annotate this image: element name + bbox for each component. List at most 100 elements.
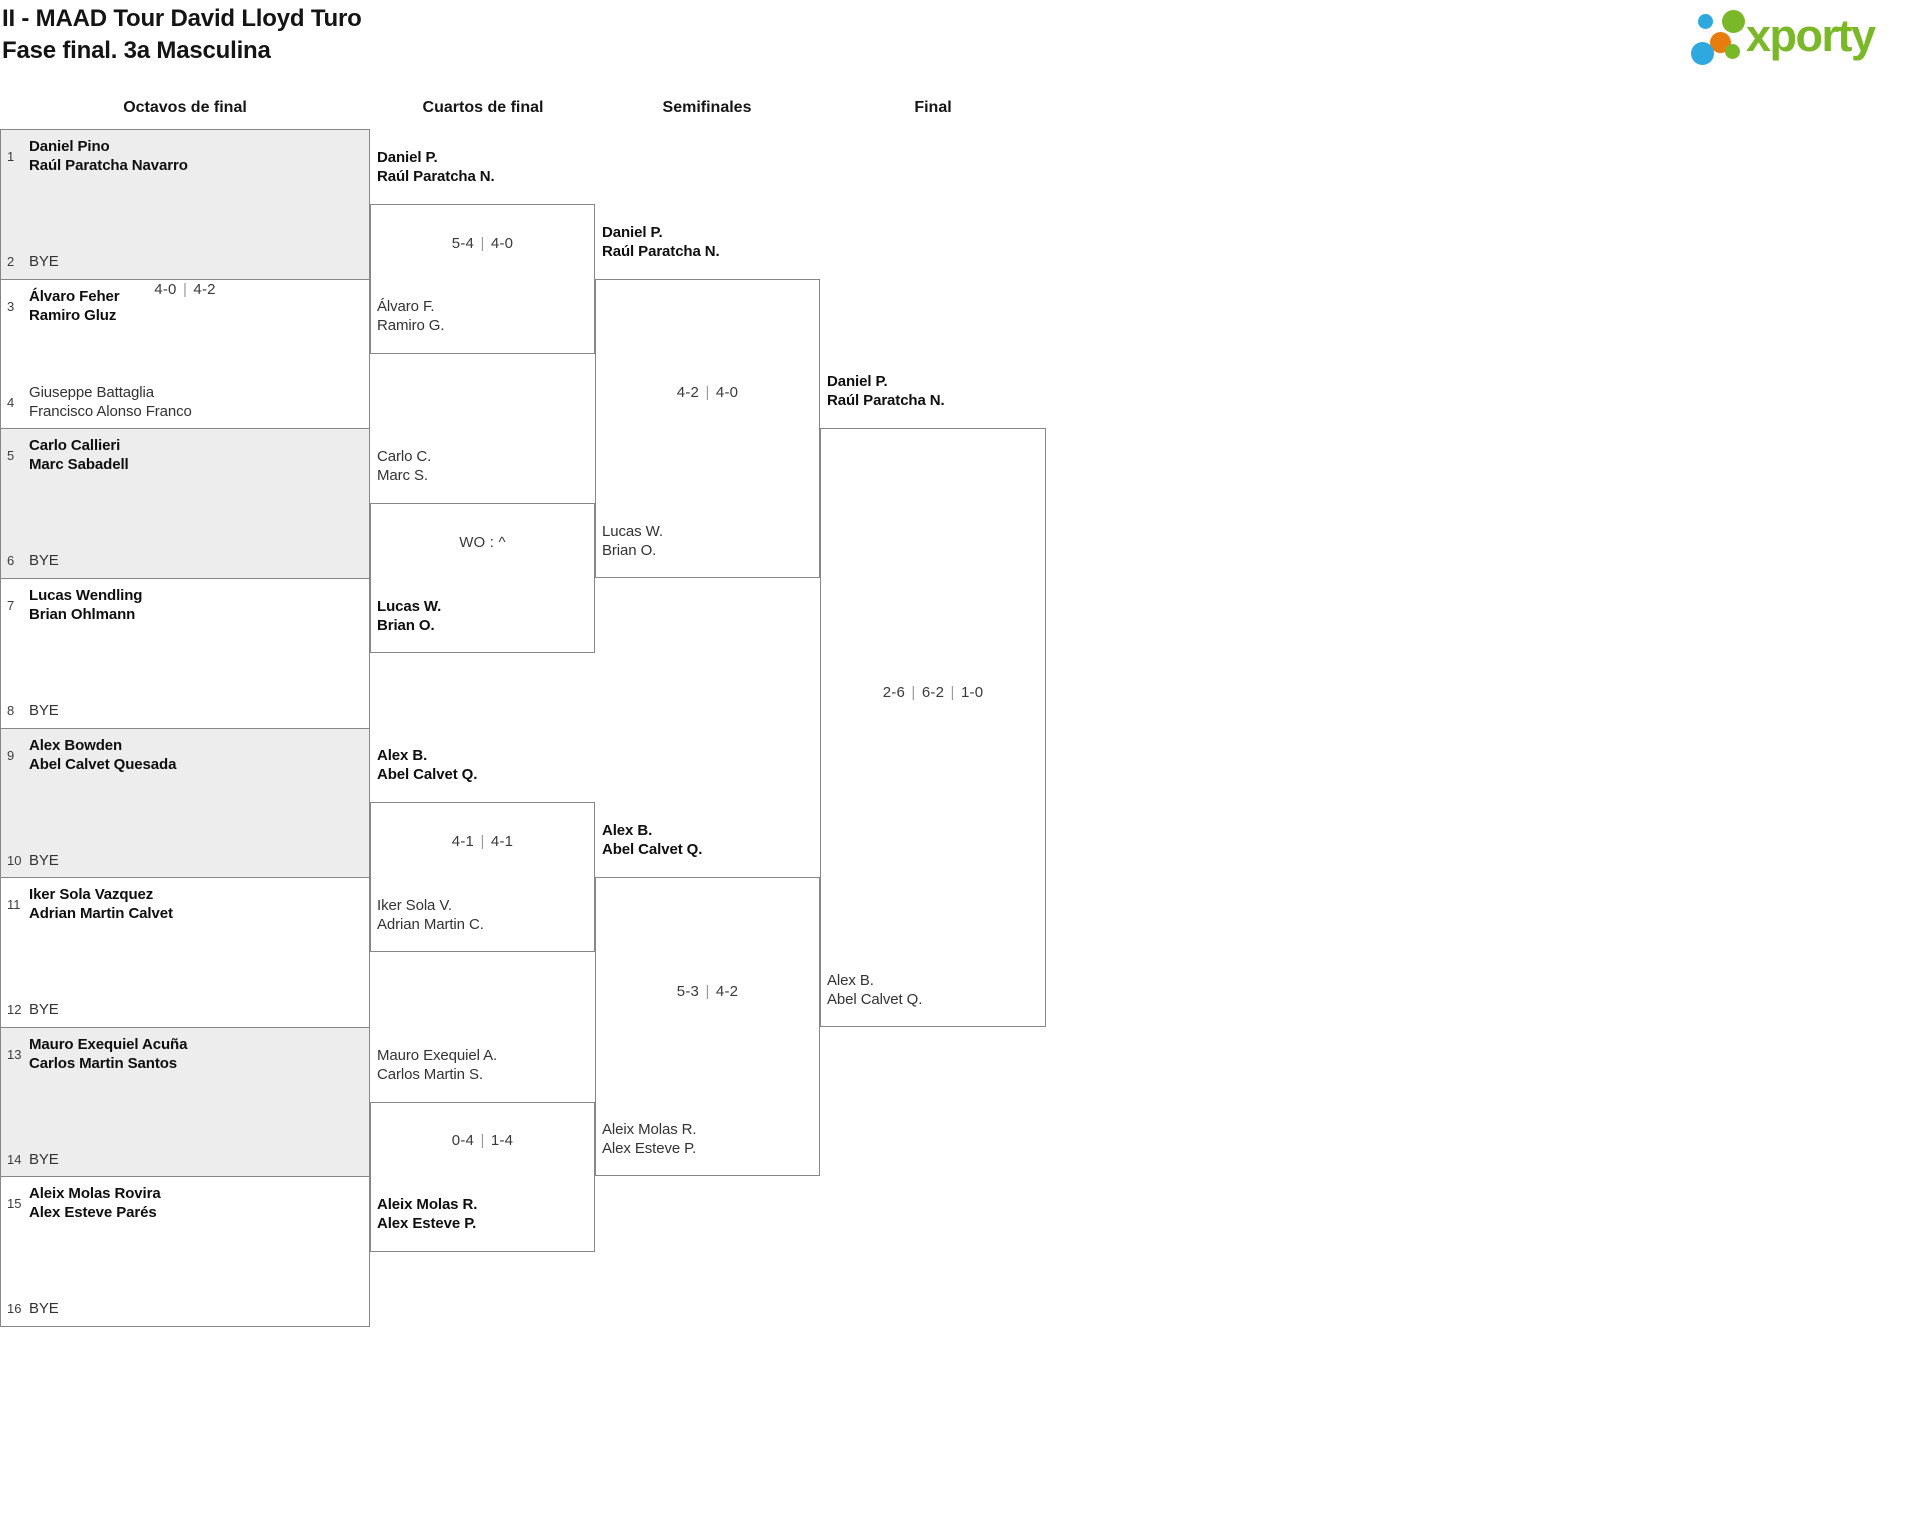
seed-number: 8 [7, 703, 15, 718]
team-names: BYE [29, 701, 59, 720]
team-entry: Daniel P. Raúl Paratcha N. [602, 223, 815, 261]
tournament-name: II - MAAD Tour David Lloyd Turo [2, 5, 362, 32]
team-name: Lucas W. [377, 598, 442, 615]
team-name: Giuseppe Battaglia [29, 384, 154, 401]
seed-number: 16 [7, 1301, 22, 1316]
column-header-semifinales: Semifinales [662, 99, 752, 116]
seed-number: 2 [7, 254, 15, 269]
team-names: BYE [29, 1000, 59, 1019]
team-entry: Lucas W. Brian O. [602, 522, 815, 560]
match-score: 4-0 | 4-2 [154, 281, 216, 298]
match-box-cuartos [370, 802, 595, 952]
score-separator: | [950, 684, 955, 701]
team-name: Daniel P. [377, 149, 438, 166]
team-name: Iker Sola V. [377, 897, 452, 914]
match-score: 5-3 | 4-2 [676, 983, 739, 1000]
team-names: BYE [29, 1299, 59, 1318]
match-score: WO : ^ [459, 534, 506, 551]
seed-number: 1 [7, 148, 15, 164]
team-name: Raúl Paratcha N. [827, 392, 945, 409]
team-name: Marc S. [377, 467, 428, 484]
team-entry: Álvaro F.Ramiro G. [377, 297, 590, 335]
logo-dot-icon [1725, 44, 1740, 59]
team-name: Alex Bowden [29, 737, 123, 754]
team-entry: Daniel P.Raúl Paratcha N. [827, 372, 1041, 410]
xporty-logo[interactable]: xporty [1680, 0, 1920, 72]
team-entry: 10 BYE [7, 851, 361, 870]
seed-number: 11 [7, 896, 21, 912]
team-entry: 8 BYE [7, 701, 361, 720]
bye-label: BYE [29, 852, 59, 869]
team-name: Carlos Martin S. [377, 1066, 483, 1083]
team-name: Brian Ohlmann [29, 606, 136, 623]
logo-dot-icon [1698, 14, 1713, 29]
team-entry: 12 BYE [7, 1000, 361, 1019]
seed-number: 14 [7, 1152, 22, 1167]
match-box-final [820, 428, 1046, 1027]
seed-number: 6 [7, 553, 15, 568]
match-box-semifinales [595, 279, 820, 578]
team-name: Daniel Pino [29, 138, 110, 155]
team-name: Brian O. [377, 617, 435, 634]
team-name: Carlo C. [377, 448, 432, 465]
team-entry: 16 BYE [7, 1299, 361, 1318]
team-name: Brian O. [602, 542, 657, 559]
page-title: II - MAAD Tour David Lloyd Turo Fase fin… [2, 3, 362, 67]
team-entry: Mauro Exequiel A.Carlos Martin S. [377, 1046, 590, 1084]
match-score: 4-2 | 4-0 [676, 384, 739, 401]
team-name: Lucas W. [602, 523, 663, 540]
team-name: Abel Calvet Q. [827, 991, 923, 1008]
seed-number: 13 [7, 1046, 22, 1062]
team-name: Alex B. [827, 972, 874, 989]
team-entry: 14 BYE [7, 1150, 361, 1169]
column-header-cuartos: Cuartos de final [422, 99, 544, 116]
bye-label: BYE [29, 1001, 59, 1018]
match-box-cuartos [370, 204, 595, 354]
team-entry: 6 BYE [7, 551, 361, 570]
seed-number: 12 [7, 1002, 22, 1017]
team-name: Carlo Callieri [29, 437, 121, 454]
seed-number: 7 [7, 597, 15, 613]
bye-label: BYE [29, 552, 59, 569]
team-name: Álvaro Feher [29, 288, 120, 305]
team-name: Adrian Martin C. [377, 916, 484, 933]
team-name: Lucas Wendling [29, 587, 143, 604]
score-separator: | [705, 384, 710, 401]
team-name: Ramiro G. [377, 317, 445, 334]
team-entry: Aleix Molas R.Alex Esteve P. [377, 1195, 590, 1233]
bye-label: BYE [29, 702, 59, 719]
team-name: Daniel P. [602, 224, 663, 241]
team-name: Alex Esteve P. [377, 1215, 477, 1232]
team-names: BYE [29, 252, 59, 271]
seed-number: 10 [7, 853, 22, 868]
team-name: Aleix Molas Rovira [29, 1185, 161, 1202]
team-name: Francisco Alonso Franco [29, 403, 192, 420]
team-names: BYE [29, 1150, 59, 1169]
score-separator: | [480, 235, 485, 252]
team-name: Adrian Martin Calvet [29, 905, 173, 922]
column-header-final: Final [914, 99, 952, 116]
seed-number: 9 [7, 747, 15, 763]
match-score: 2-6 | 6-2 | 1-0 [882, 684, 984, 701]
team-name: Raúl Paratcha N. [602, 243, 720, 260]
team-name: Alex B. [602, 822, 653, 839]
team-names: BYE [29, 551, 59, 570]
match-score: 0-4 | 1-4 [451, 1132, 514, 1149]
team-entry: Alex B.Abel Calvet Q. [602, 821, 815, 859]
team-name: Mauro Exequiel Acuña [29, 1036, 188, 1053]
score-separator: | [480, 833, 485, 850]
